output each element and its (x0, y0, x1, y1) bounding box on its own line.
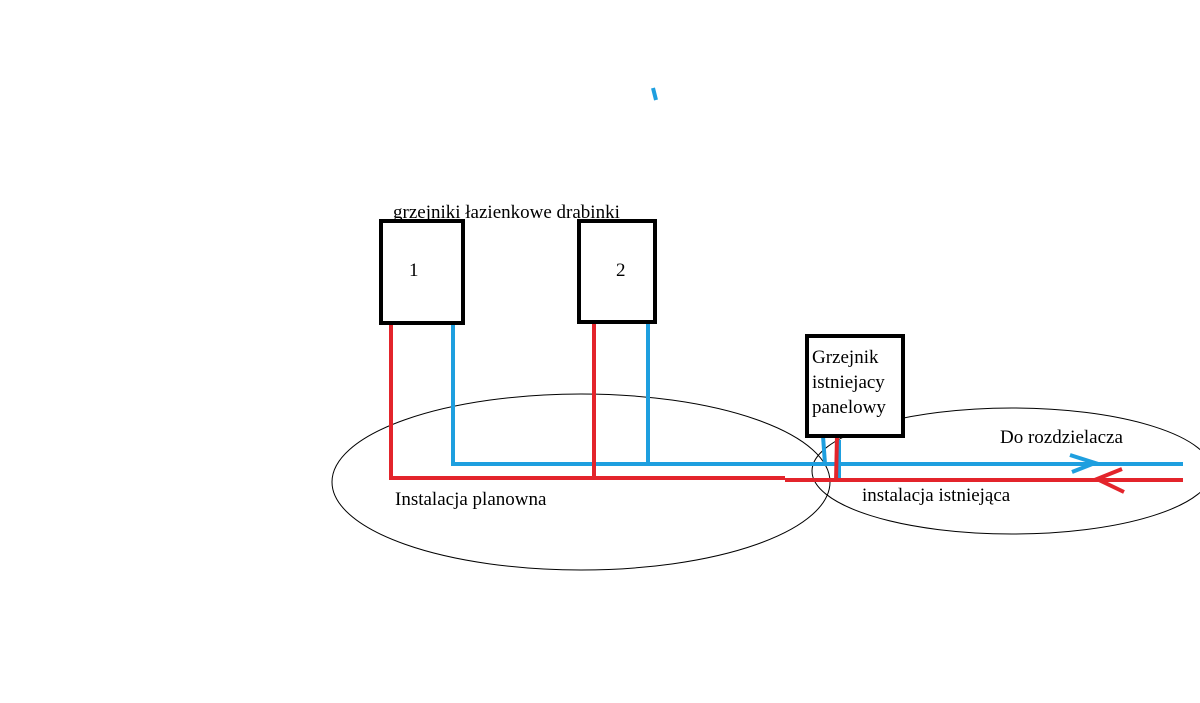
radiator-1-box (379, 219, 465, 325)
planned-installation-label: Instalacja planowna (395, 489, 547, 510)
arrow-right-icon (1069, 453, 1101, 474)
supply-pipe-panel (834, 435, 839, 483)
panel-radiator-label-3: panelowy (812, 397, 886, 418)
to-manifold-label: Do rozdzielacza (1000, 427, 1123, 448)
supply-pipes (389, 322, 1183, 494)
radiator-1-label: 1 (409, 260, 419, 281)
stray-mark (651, 87, 658, 101)
panel-radiator-label-1: Grzejnik (812, 347, 879, 368)
title-label: grzejniki łazienkowe drabinki (393, 202, 620, 223)
existing-installation-label: instalacja istniejąca (862, 485, 1011, 506)
panel-radiator-label-2: istniejacy (812, 372, 885, 393)
existing-installation-ellipse (811, 407, 1200, 535)
planned-installation-ellipse (331, 393, 831, 571)
return-pipe-panel (821, 435, 827, 465)
panel-radiator-box (805, 334, 905, 438)
arrow-left-icon (1092, 467, 1125, 494)
radiator-2-box (577, 219, 657, 324)
radiator-2-label: 2 (616, 260, 626, 281)
return-pipes (451, 323, 1183, 482)
